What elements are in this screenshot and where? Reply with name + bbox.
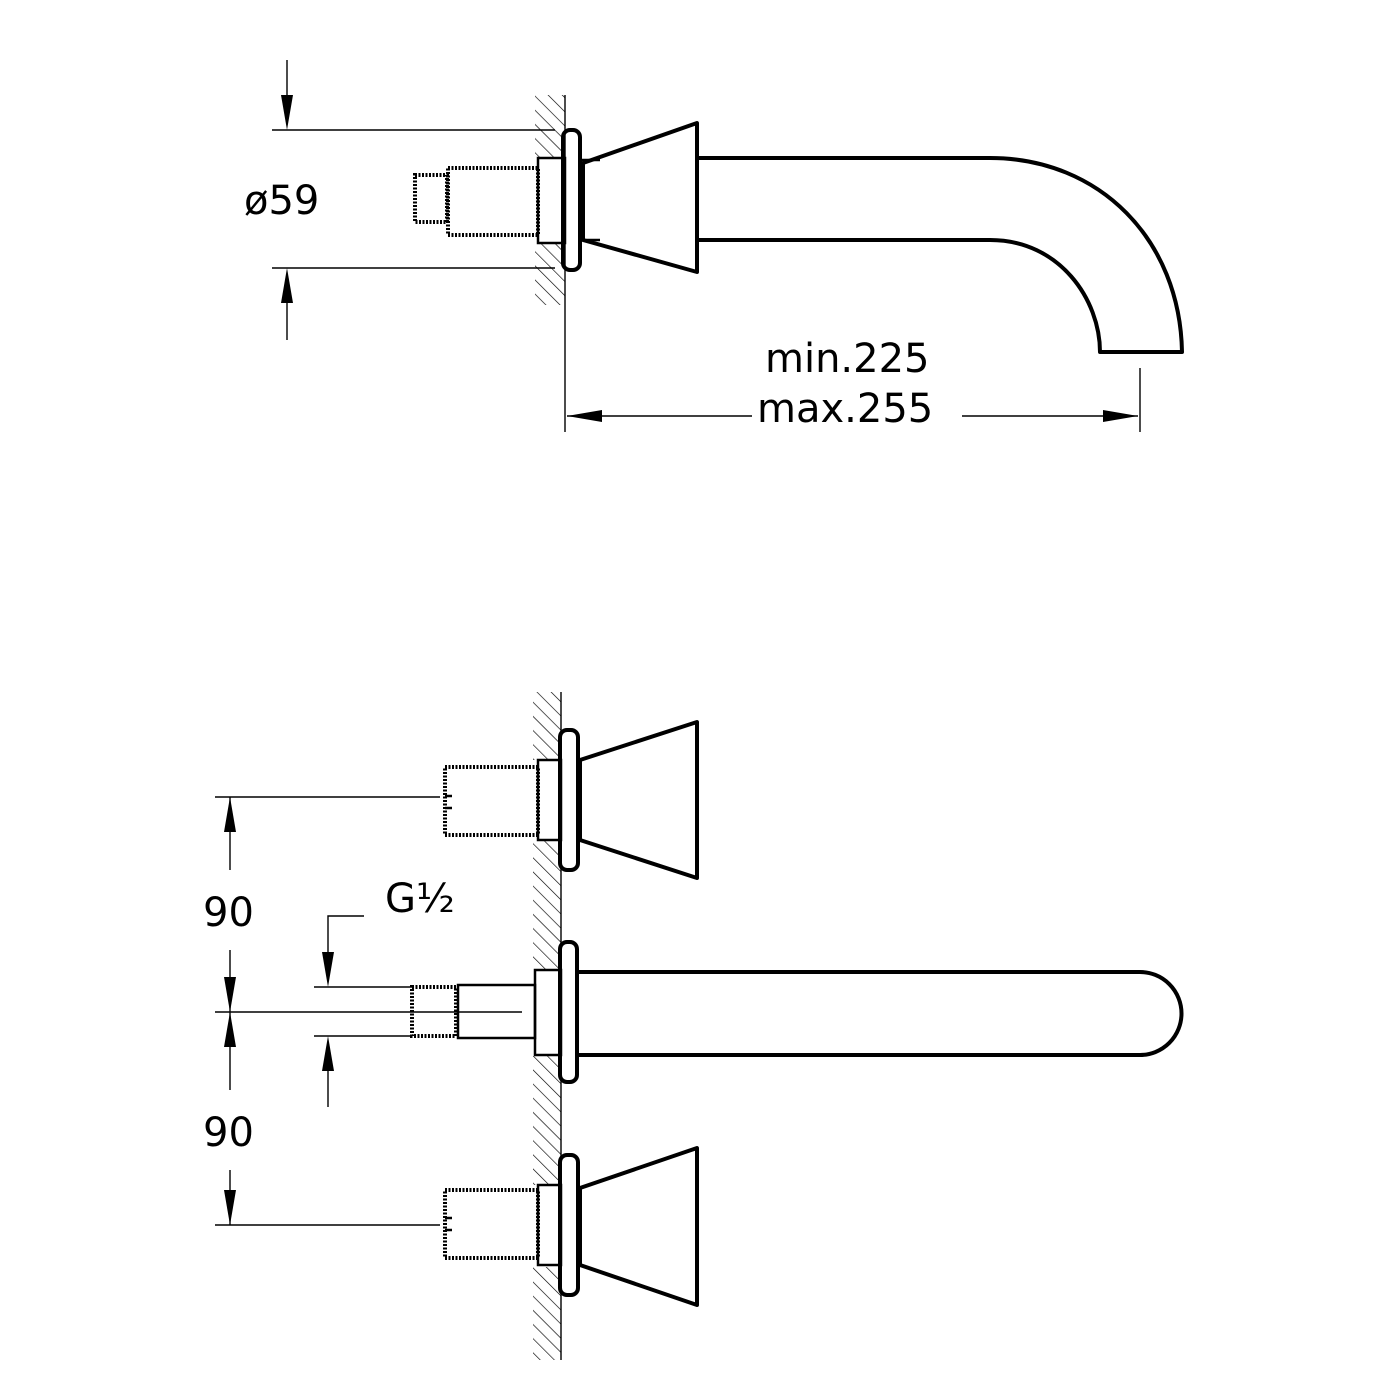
thread-leader: [327, 915, 364, 960]
lower-valve: [443, 1146, 699, 1307]
arrow-right-icon: [1103, 410, 1138, 422]
arrow-up-icon: [322, 1036, 334, 1071]
arrow-down-icon: [224, 1190, 236, 1225]
spout: [697, 156, 1184, 354]
spacing-lower-label: 90: [203, 1110, 254, 1156]
arrow-down-icon: [322, 952, 334, 987]
arrow-up-icon: [224, 797, 236, 832]
escutcheon: [561, 128, 582, 272]
length-max-label: max.255: [757, 386, 933, 432]
thread-size-label: G½: [385, 876, 455, 922]
spacing-upper-label: 90: [203, 890, 254, 936]
top-view-side-elevation: ø59 min.225 max.255: [244, 60, 1184, 432]
diameter-label: ø59: [244, 178, 319, 224]
arrow-left-icon: [567, 410, 602, 422]
arrow-down-icon: [224, 977, 236, 1012]
length-min-label: min.225: [765, 336, 930, 382]
spout-collar-cone: [581, 121, 699, 274]
arrow-down-icon: [281, 95, 293, 130]
flange: [536, 156, 567, 245]
body-pipe: [446, 166, 540, 237]
center-spout: [215, 940, 1184, 1084]
upper-valve: [443, 720, 699, 880]
front-view-elevation: 90 90 G½: [203, 692, 1184, 1360]
arrow-up-icon: [281, 268, 293, 303]
wall-hatch-upper: [535, 95, 565, 158]
threaded-connector: [413, 173, 449, 224]
wall-hatch-lower: [535, 243, 565, 305]
arrow-up-icon: [224, 1012, 236, 1047]
